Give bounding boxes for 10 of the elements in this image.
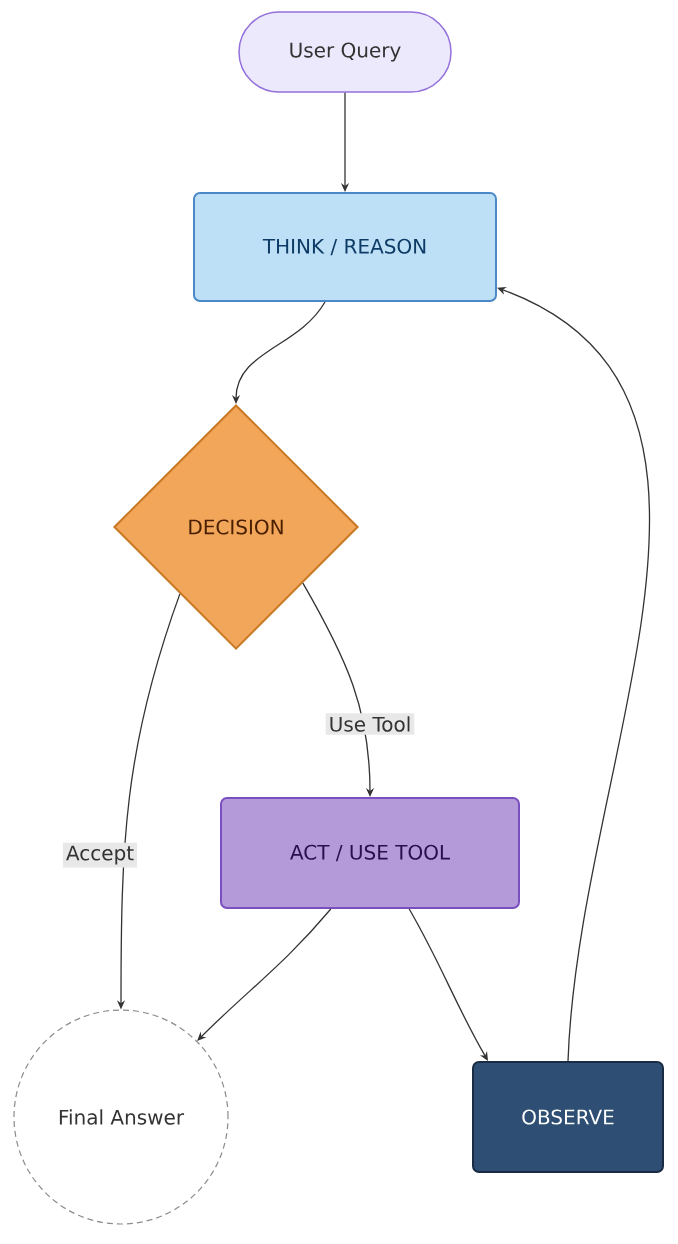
process-box: THINK / REASON [193,192,497,302]
arrow [408,908,488,1061]
arrow [197,908,332,1041]
edge-label: Use Tool [325,713,415,735]
process-box: OBSERVE [472,1061,664,1173]
process-box: ACT / USE TOOL [220,797,520,909]
arrow [497,287,651,1062]
edge-label: Accept [62,842,138,868]
start-pill: User Query [238,11,452,93]
arrow [302,582,375,797]
